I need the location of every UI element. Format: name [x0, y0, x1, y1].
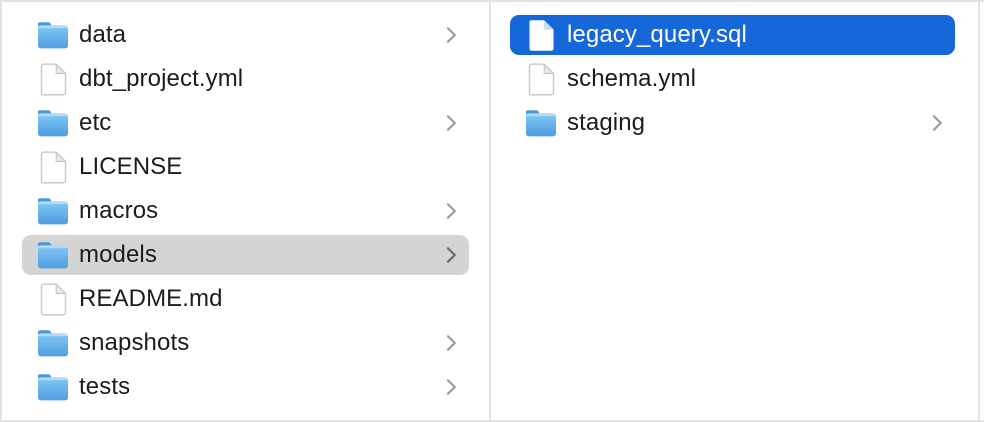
item-label: tests — [79, 373, 131, 400]
item-label: schema.yml — [567, 65, 697, 92]
list-item-dbt-project-yml[interactable]: dbt_project.yml — [22, 59, 469, 99]
item-label: macros — [79, 197, 159, 224]
chevron-right-icon — [446, 202, 457, 220]
folder-icon — [36, 326, 70, 360]
item-label: dbt_project.yml — [79, 65, 244, 92]
chevron-right-icon — [446, 26, 457, 44]
list-item-etc[interactable]: etc — [22, 103, 469, 143]
list-item-snapshots[interactable]: snapshots — [22, 323, 469, 363]
folder-icon — [36, 18, 70, 52]
item-label: legacy_query.sql — [567, 21, 747, 48]
item-label: README.md — [79, 285, 223, 312]
chevron-right-icon — [932, 114, 943, 132]
chevron-right-icon — [446, 334, 457, 352]
document-icon — [36, 150, 70, 184]
document-icon — [524, 18, 558, 52]
column-right: legacy_query.sql schema.yml staging — [491, 2, 980, 420]
list-item-models[interactable]: models — [22, 235, 469, 275]
list-item-license[interactable]: LICENSE — [22, 147, 469, 187]
item-label: models — [79, 241, 157, 268]
item-label: staging — [567, 109, 646, 136]
list-item-readme-md[interactable]: README.md — [22, 279, 469, 319]
folder-icon — [36, 106, 70, 140]
chevron-right-icon — [446, 246, 457, 264]
document-icon — [36, 282, 70, 316]
folder-icon — [524, 106, 558, 140]
document-icon — [524, 62, 558, 96]
item-label: data — [79, 21, 127, 48]
chevron-right-icon — [446, 378, 457, 396]
list-item-macros[interactable]: macros — [22, 191, 469, 231]
folder-icon — [36, 238, 70, 272]
list-item-data[interactable]: data — [22, 15, 469, 55]
list-item-legacy-query-sql[interactable]: legacy_query.sql — [510, 15, 955, 55]
item-label: snapshots — [79, 329, 190, 356]
folder-icon — [36, 370, 70, 404]
list-item-staging[interactable]: staging — [510, 103, 955, 143]
document-icon — [36, 62, 70, 96]
item-label: etc — [79, 109, 112, 136]
folder-icon — [36, 194, 70, 228]
item-label: LICENSE — [79, 153, 183, 180]
list-item-schema-yml[interactable]: schema.yml — [510, 59, 955, 99]
list-item-tests[interactable]: tests — [22, 367, 469, 407]
chevron-right-icon — [446, 114, 457, 132]
